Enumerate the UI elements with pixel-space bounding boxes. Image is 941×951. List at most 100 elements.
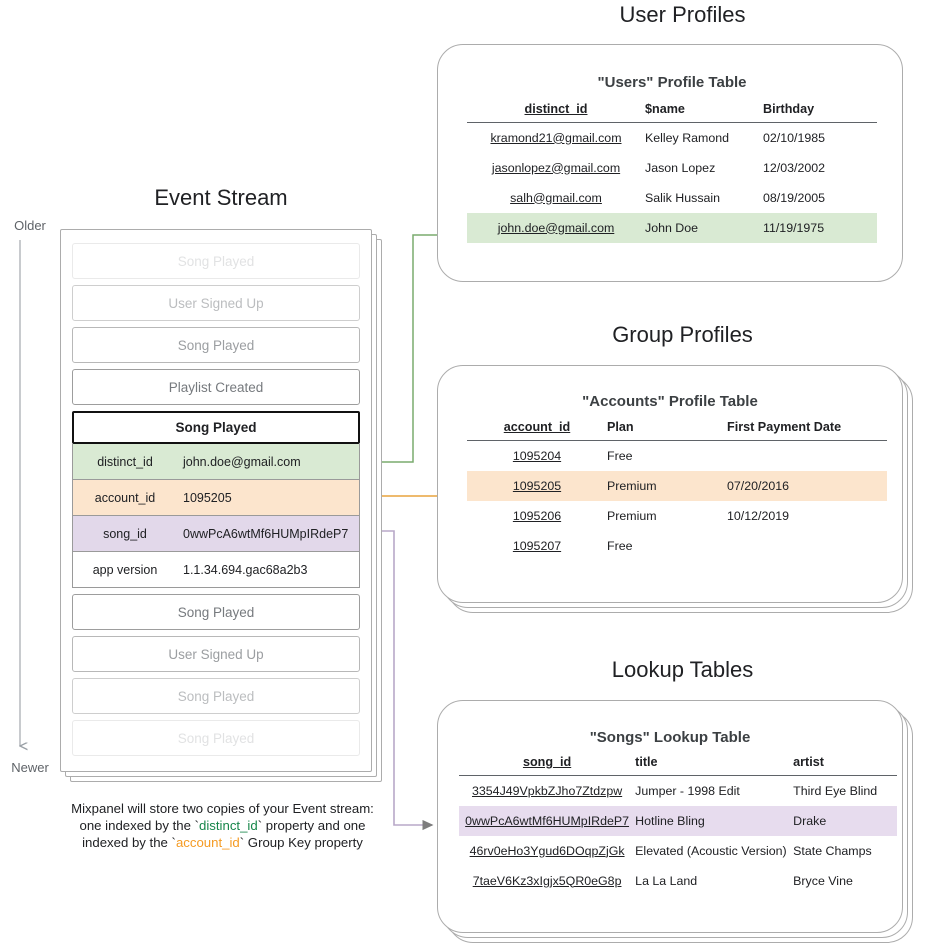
table-cell [727, 441, 887, 471]
users-profile-panel: "Users" Profile Table distinct_id $name Bi… [437, 44, 907, 286]
event-box[interactable]: User Signed Up [72, 285, 360, 321]
table-cell: 1095206 [512, 508, 562, 523]
event-box-label: User Signed Up [168, 295, 264, 311]
table-header-row: distinct_id $name Birthday [467, 102, 877, 123]
caption-line-3-prefix: indexed by the ` [82, 835, 176, 850]
table-cell: Drake [793, 805, 897, 836]
table-cell: La La Land [635, 873, 698, 888]
column-header: Birthday [763, 102, 815, 116]
table-cell: 02/10/1985 [763, 130, 826, 145]
event-box[interactable]: Song Played [72, 678, 360, 714]
table-cell: Kelley Ramond [645, 130, 730, 145]
table-cell: Hotline Bling [635, 805, 794, 836]
table-row[interactable]: kramond21@gmail.com Kelley Ramond 02/10/19… [467, 123, 877, 153]
table-cell: Salik Hussain [645, 190, 721, 205]
table-cell: Elevated (Acoustic Version) [635, 843, 787, 858]
column-header: First Payment Date [727, 420, 842, 434]
event-property-value: 1.1.34.694.gac68a2b3 [183, 562, 308, 577]
column-header: song_id [522, 755, 572, 769]
table-cell: Premium [607, 470, 727, 501]
users-table: distinct_id $name Birthday kramond21@gmail.… [467, 102, 877, 243]
table-cell: 07/20/2016 [727, 470, 887, 501]
expanded-event-card[interactable]: Song Played distinct_id john.doe@gmail.com… [72, 411, 360, 588]
table-cell: 3354J49VpkbZJho7Ztdzpw [472, 783, 623, 798]
caption-line-3: indexed by the `account_id` Group Key pr… [30, 834, 415, 851]
event-stream-caption: Mixpanel will store two copies of your E… [30, 800, 415, 851]
event-stream-title: Event Stream [154, 185, 288, 210]
event-box-label: Song Played [177, 730, 255, 746]
event-box[interactable]: Song Played [72, 243, 360, 279]
event-box-label: Playlist Created [168, 379, 264, 395]
table-cell: john.doe@gmail.com [467, 212, 645, 243]
event-box[interactable]: Song Played [72, 720, 360, 756]
column-header: distinct_id [524, 102, 588, 116]
event-property-key: distinct_id [97, 454, 153, 469]
table-cell: 11/19/1975 [763, 212, 877, 243]
event-box[interactable]: Playlist Created [72, 369, 360, 405]
event-box-label: Song Played [177, 253, 255, 269]
accounts-table-title: "Accounts" Profile Table [582, 393, 758, 410]
event-box-label: Song Played [177, 337, 255, 353]
table-cell: 10/12/2019 [727, 508, 790, 523]
table-cell: Free [607, 538, 633, 553]
table-cell: salh@gmail.com [510, 190, 602, 205]
caption-account-id-key: account_id [175, 835, 240, 850]
expanded-event-name: Song Played [72, 411, 360, 444]
table-row[interactable]: 3354J49VpkbZJho7Ztdzpw Jumper - 1998 Edit… [459, 776, 897, 806]
column-header: account_id [503, 420, 571, 434]
users-table-title: "Users" Profile Table [597, 74, 747, 91]
caption-distinct-id-key: distinct_id [199, 818, 258, 833]
event-box-label: Song Played [177, 688, 255, 704]
table-cell: John Doe [645, 212, 763, 243]
group-profiles-title: Group Profiles [612, 322, 753, 347]
caption-line-2: one indexed by the `distinct_id` propert… [30, 817, 415, 834]
table-cell [727, 531, 887, 561]
caption-line-2-prefix: one indexed by the ` [79, 818, 200, 833]
event-property-value: 0wwPcA6wtMf6HUMpIRdeP7 [183, 526, 349, 541]
songs-table: song_id title artist 3354J49VpkbZJho7Ztdzpw… [459, 755, 897, 896]
table-cell: Premium [607, 508, 657, 523]
event-property-value: john.doe@gmail.com [183, 454, 301, 469]
event-property-key: account_id [94, 490, 156, 505]
table-cell: Jason Lopez [645, 160, 716, 175]
column-header: title [635, 755, 658, 769]
caption-line-1: Mixpanel will store two copies of your E… [71, 801, 374, 816]
event-box[interactable]: User Signed Up [72, 636, 360, 672]
table-cell: State Champs [793, 843, 872, 858]
column-header: $name [645, 102, 685, 116]
event-property-value: 1095205 [183, 490, 232, 505]
table-row[interactable]: 1095206 Premium 10/12/2019 [467, 501, 887, 531]
event-box[interactable]: Song Played [72, 327, 360, 363]
table-cell: Bryce Vine [793, 873, 853, 888]
table-cell: 0wwPcA6wtMf6HUMpIRdeP7 [459, 805, 636, 836]
table-cell: Jumper - 1998 Edit [635, 783, 740, 798]
event-box[interactable]: Song Played [72, 594, 360, 630]
table-cell: 1095204 [512, 448, 562, 463]
axis-label-older: Older [14, 218, 46, 233]
event-property-row: distinct_id john.doe@gmail.com [72, 444, 360, 480]
songs-table-title: "Songs" Lookup Table [589, 729, 751, 746]
time-axis: Older Newer [0, 218, 60, 778]
table-cell: kramond21@gmail.com [490, 130, 622, 145]
table-cell: 12/03/2002 [763, 160, 826, 175]
user-profiles-title: User Profiles [619, 2, 746, 27]
column-header: artist [793, 755, 824, 769]
table-cell: Third Eye Blind [793, 783, 878, 798]
caption-line-2-suffix: ` property and one [257, 818, 366, 833]
